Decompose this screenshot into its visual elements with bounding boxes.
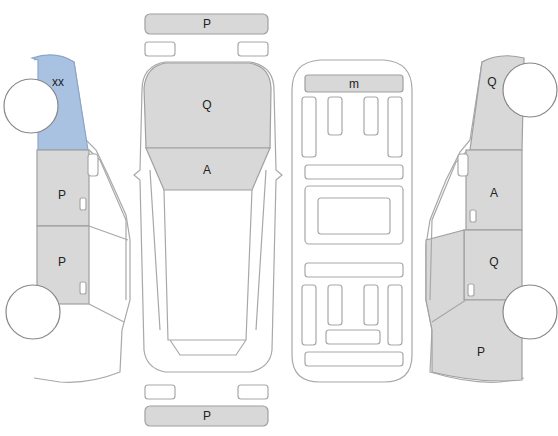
damage-code: Q [487,75,496,89]
underbody-outline [292,60,412,382]
handle [470,210,476,222]
damage-code: Q [202,98,211,112]
damage-code: P [477,345,485,359]
rear-door [464,230,522,300]
mirror [458,154,468,176]
rear-bumper [145,406,268,426]
windshield [146,148,270,190]
front-crossmember [305,75,403,92]
taillight [145,385,175,399]
front-bumper [145,14,268,34]
window-line [89,150,128,322]
handle [80,282,86,294]
damage-code: m [349,77,359,91]
damage-code: Q [489,255,498,269]
hood [144,63,271,148]
damage-code: A [490,186,498,200]
damage-code: xx [52,75,64,89]
wheel [6,285,60,339]
headlight [238,42,268,56]
front-door [37,150,89,226]
handle [80,198,86,210]
window-line [430,152,466,322]
damage-code: P [58,255,66,269]
wheel [503,63,557,117]
damage-code: P [58,188,66,202]
underbody-parts [302,97,403,366]
damage-code: P [203,17,211,31]
damage-code: A [203,163,211,177]
wheel [503,285,557,339]
handle [468,284,474,296]
headlight [145,42,175,56]
front-door [466,150,522,230]
body-outline [134,62,282,372]
mirror [88,154,98,176]
wheel [4,79,58,133]
roof-lines [150,170,266,355]
damage-code: P [203,409,211,423]
taillight [238,385,268,399]
